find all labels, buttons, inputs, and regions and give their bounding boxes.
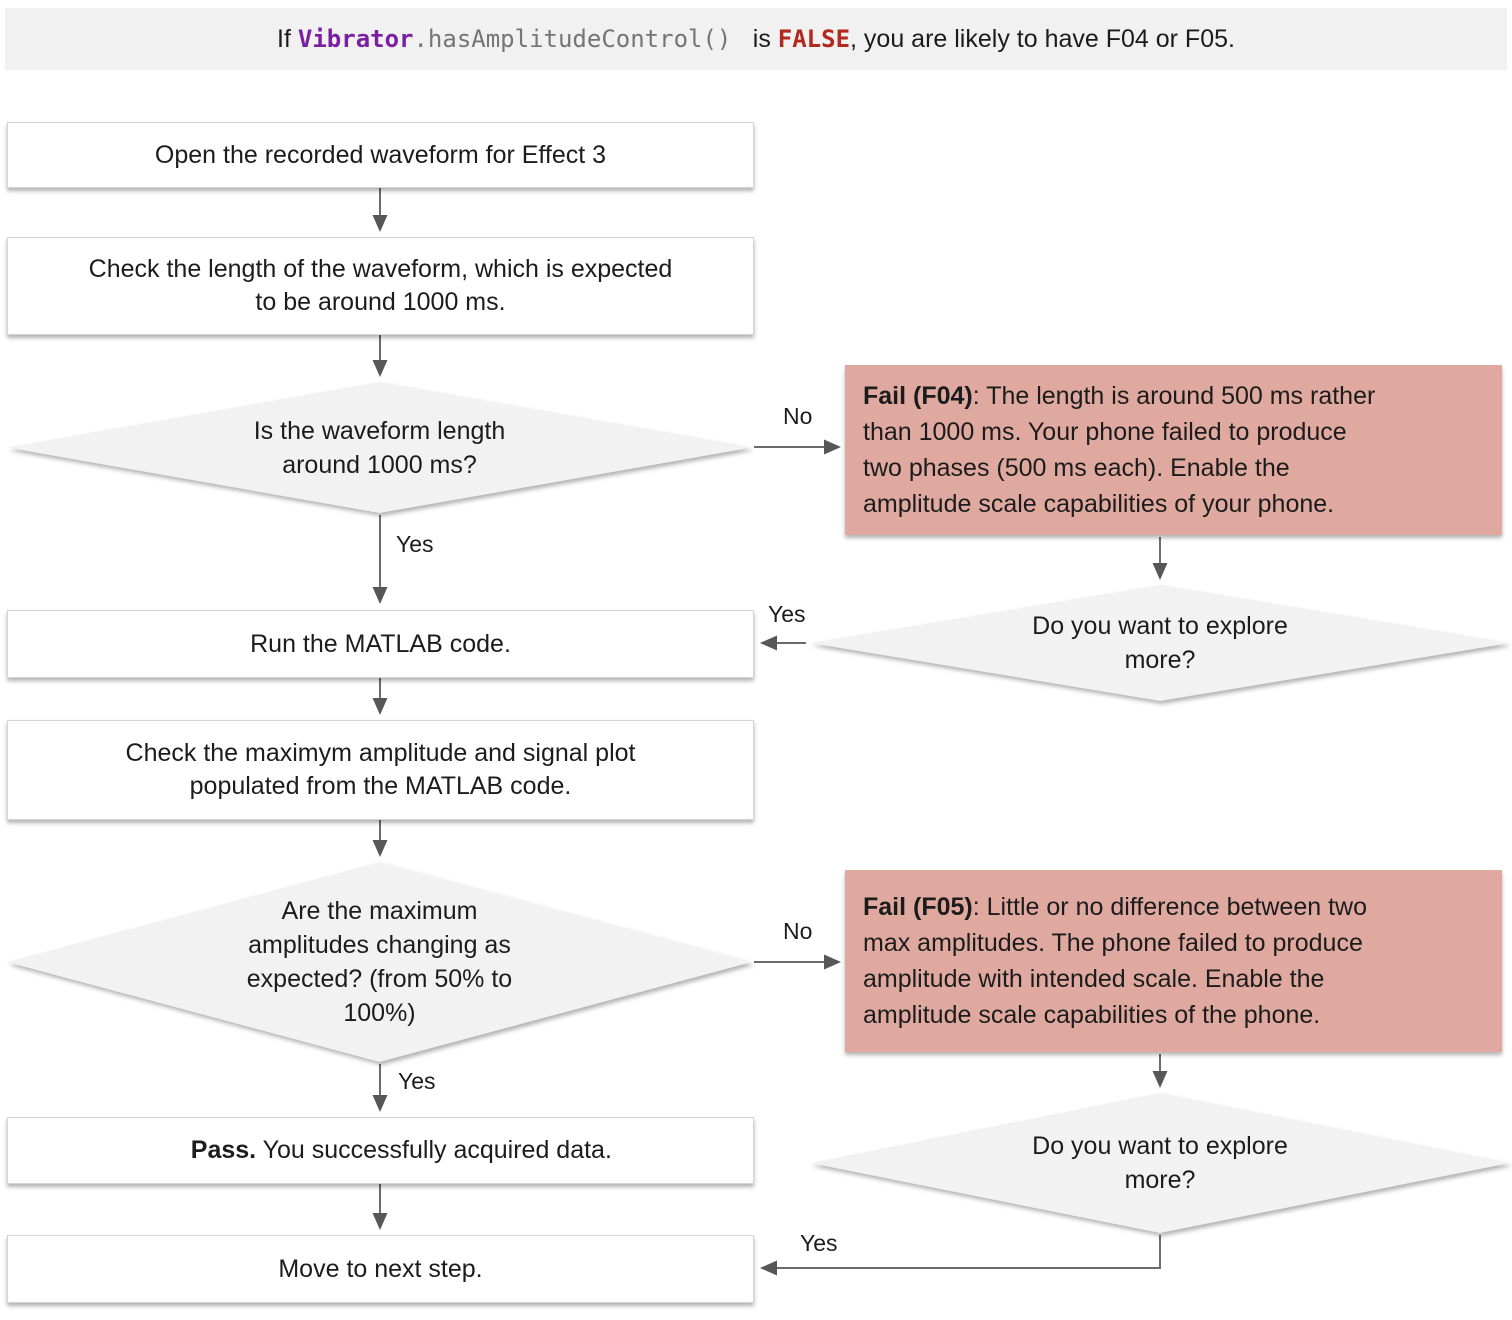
step-check-length: Check the length of the waveform, which …	[7, 237, 754, 335]
fail-f05-line1: Fail (F05): Little or no difference betw…	[863, 893, 1367, 921]
banner-text-suffix: , you are likely to have F04 or F05.	[850, 24, 1235, 53]
banner-code-false: FALSE	[777, 25, 851, 53]
condition-banner: If Vibrator.hasAmplitudeControl() is FAL…	[5, 8, 1507, 70]
step-pass-title: Pass.	[190, 1136, 257, 1164]
fail-f05-line2: max amplitudes. The phone failed to prod…	[863, 929, 1363, 957]
step-move-next-label: Move to next step.	[278, 1254, 483, 1283]
banner-text-is: is	[745, 24, 778, 53]
step-move-next: Move to next step.	[7, 1235, 754, 1303]
edge-label-no-amplitude: No	[783, 918, 813, 944]
decision-amplitude-change: Are the maximum amplitudes changing as e…	[7, 862, 752, 1062]
step-check-length-line1: Check the length of the waveform, which …	[88, 255, 673, 283]
step-check-length-line2: to be around 1000 ms.	[255, 288, 506, 316]
edge-label-yes-amplitude: Yes	[398, 1068, 436, 1094]
explore-more-diamond-2: Do you want to explore more?	[810, 1093, 1510, 1233]
step-open-waveform: Open the recorded waveform for Effect 3	[7, 122, 754, 188]
explore-more-2-line2: more?	[1124, 1166, 1196, 1194]
fail-f05-line3: amplitude with intended scale. Enable th…	[863, 965, 1325, 993]
decision-waveform-length-line2: around 1000 ms?	[282, 450, 477, 479]
banner-code-method: .hasAmplitudeControl()	[413, 25, 746, 53]
step-pass: Pass. You successfully acquired data.	[7, 1117, 754, 1184]
arrow-explore2-yes-to-move-next	[760, 1235, 1161, 1276]
fail-f04-line2: than 1000 ms. Your phone failed to produ…	[863, 418, 1347, 446]
fail-f04-line4: amplitude scale capabilities of your pho…	[863, 490, 1335, 518]
decision-amplitude-line4: 100%)	[343, 999, 416, 1027]
edge-label-yes-explore2: Yes	[800, 1230, 838, 1256]
fail-f05-box: Fail (F05): Little or no difference betw…	[845, 870, 1502, 1052]
step-check-amplitude: Check the maximym amplitude and signal p…	[7, 720, 754, 820]
fail-f05-title: Fail (F05)	[863, 893, 973, 921]
banner-code-object: Vibrator	[297, 25, 414, 53]
explore-more-2-line1: Do you want to explore	[1032, 1132, 1288, 1160]
edge-label-no-length: No	[783, 403, 813, 429]
step-run-matlab: Run the MATLAB code.	[7, 610, 754, 678]
fail-f04-title: Fail (F04)	[863, 382, 973, 410]
step-check-amplitude-line1: Check the maximym amplitude and signal p…	[125, 739, 636, 767]
explore-more-1-line2: more?	[1124, 646, 1196, 674]
step-pass-text: You successfully acquired data.	[256, 1136, 612, 1164]
explore-more-1-line1: Do you want to explore	[1032, 612, 1288, 640]
step-open-waveform-label: Open the recorded waveform for Effect 3	[154, 140, 607, 169]
edge-label-yes-length: Yes	[396, 531, 434, 557]
decision-waveform-length-line1: Is the waveform length	[253, 416, 506, 445]
banner-text-prefix: If	[277, 24, 298, 53]
step-run-matlab-label: Run the MATLAB code.	[250, 629, 511, 658]
decision-amplitude-line2: amplitudes changing as	[248, 931, 511, 959]
fail-f04-box: Fail (F04): The length is around 500 ms …	[845, 365, 1502, 535]
step-check-amplitude-line2: populated from the MATLAB code.	[189, 772, 572, 800]
fail-f04-line3: two phases (500 ms each). Enable the	[863, 454, 1290, 482]
fail-f04-line1: Fail (F04): The length is around 500 ms …	[863, 382, 1376, 410]
decision-amplitude-line3: expected? (from 50% to	[246, 965, 513, 993]
decision-amplitude-line1: Are the maximum	[281, 897, 478, 925]
explore-more-diamond-1: Do you want to explore more?	[810, 585, 1510, 701]
fail-f05-line4: amplitude scale capabilities of the phon…	[863, 1001, 1321, 1029]
edge-label-yes-explore1: Yes	[768, 601, 806, 627]
decision-waveform-length: Is the waveform length around 1000 ms?	[7, 382, 752, 513]
